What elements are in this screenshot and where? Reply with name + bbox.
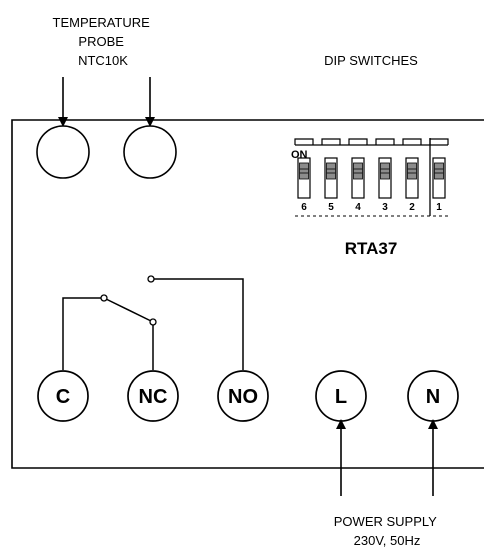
terminal-l: L — [315, 370, 367, 422]
probe-terminal-left — [36, 125, 90, 179]
relay-contact-arm — [105, 298, 152, 322]
terminal-no-circle — [217, 370, 269, 422]
probe-terminal-right — [123, 125, 177, 179]
dip-switch-4: 4 — [348, 138, 368, 213]
dip-switch-notch — [321, 138, 341, 145]
wire-c — [62, 297, 103, 370]
dip-switch-1: 1 — [429, 138, 449, 213]
terminal-l-label: L — [335, 386, 347, 408]
relay-nc-contact — [149, 318, 157, 326]
probe-label: TEMPERATURE PROBE NTC10K — [53, 15, 154, 68]
probe-label-line-3: NTC10K — [78, 53, 128, 68]
terminal-nc: NC — [127, 370, 179, 422]
wire-no — [154, 278, 244, 370]
dip-switch-number: 5 — [328, 202, 334, 213]
relay-no-contact — [147, 275, 155, 283]
dip-switch-number: 1 — [436, 202, 442, 213]
dip-switch-slider — [299, 162, 309, 180]
terminal-n: N — [407, 370, 459, 422]
terminal-nc-label: NC — [139, 386, 168, 408]
dip-switch-3: 3 — [375, 138, 395, 213]
dip-switch-slider — [407, 162, 417, 180]
power-label-line-1: POWER SUPPLY — [334, 514, 437, 529]
dip-switch-notch — [429, 138, 449, 145]
dip-switch-6: 6 — [294, 138, 314, 213]
dip-switch-2: 2 — [402, 138, 422, 213]
terminal-nc-circle — [127, 370, 179, 422]
power-label-line-2: 230V, 50Hz — [354, 533, 421, 548]
dip-switches-label: DIP SWITCHES — [324, 53, 418, 68]
terminal-no-label: NO — [228, 386, 258, 408]
dip-switch-notch — [375, 138, 395, 145]
terminal-c-circle — [37, 370, 89, 422]
dip-switch-number: 4 — [355, 202, 361, 213]
terminal-no: NO — [217, 370, 269, 422]
probe-label-line-2: PROBE — [78, 34, 124, 49]
dip-switch-number: 2 — [409, 202, 415, 213]
relay-pivot — [100, 294, 108, 302]
dip-switch-notch — [348, 138, 368, 145]
model-name: RTA37 — [345, 239, 398, 258]
dip-switch-5: 5 — [321, 138, 341, 213]
dip-switch-slider — [434, 162, 444, 180]
dip-switch-slider — [326, 162, 336, 180]
probe-label-line-1: TEMPERATURE — [53, 15, 151, 30]
device-housing — [11, 119, 484, 469]
dip-switches: 6 5 4 3 2 1 — [294, 138, 449, 213]
dip-switch-number: 3 — [382, 202, 388, 213]
terminal-c-label: C — [56, 386, 70, 408]
dip-switch-number: 6 — [301, 202, 307, 213]
terminal-n-label: N — [426, 386, 440, 408]
power-supply-label: POWER SUPPLY 230V, 50Hz — [334, 514, 440, 548]
relay-wiring — [62, 278, 244, 370]
dip-switch-slider — [380, 162, 390, 180]
terminal-c: C — [37, 370, 89, 422]
dip-switch-slider — [353, 162, 363, 180]
dip-switch-notch — [402, 138, 422, 145]
dip-switch-notch — [294, 138, 314, 145]
